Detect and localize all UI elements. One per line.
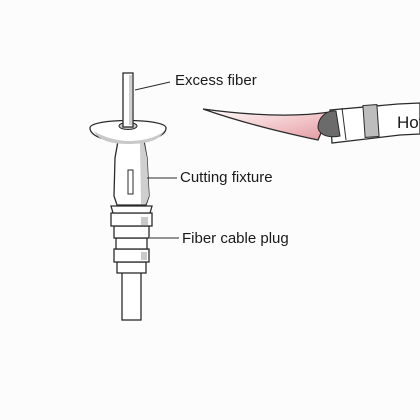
plug-ring-2 [113,225,150,239]
cutting-fixture [89,119,167,206]
leader-lines [134,81,179,239]
fiber-cable-plug-label: Fiber cable plug [182,230,289,247]
plug-tail [121,271,142,321]
excess-fiber [122,72,134,128]
plug-ring-3 [115,237,148,250]
leader-excess-fiber [134,81,171,91]
fiber-cable-plug [110,205,153,321]
hot-knife [202,102,420,144]
plug-collar [110,205,153,214]
plug-ring-5 [116,261,147,274]
cutting-fixture-label: Cutting fixture [180,169,273,186]
excess-fiber-label: Excess fiber [175,72,257,89]
knife-blade [202,108,332,141]
hot-knife-label: Hot [397,113,420,132]
